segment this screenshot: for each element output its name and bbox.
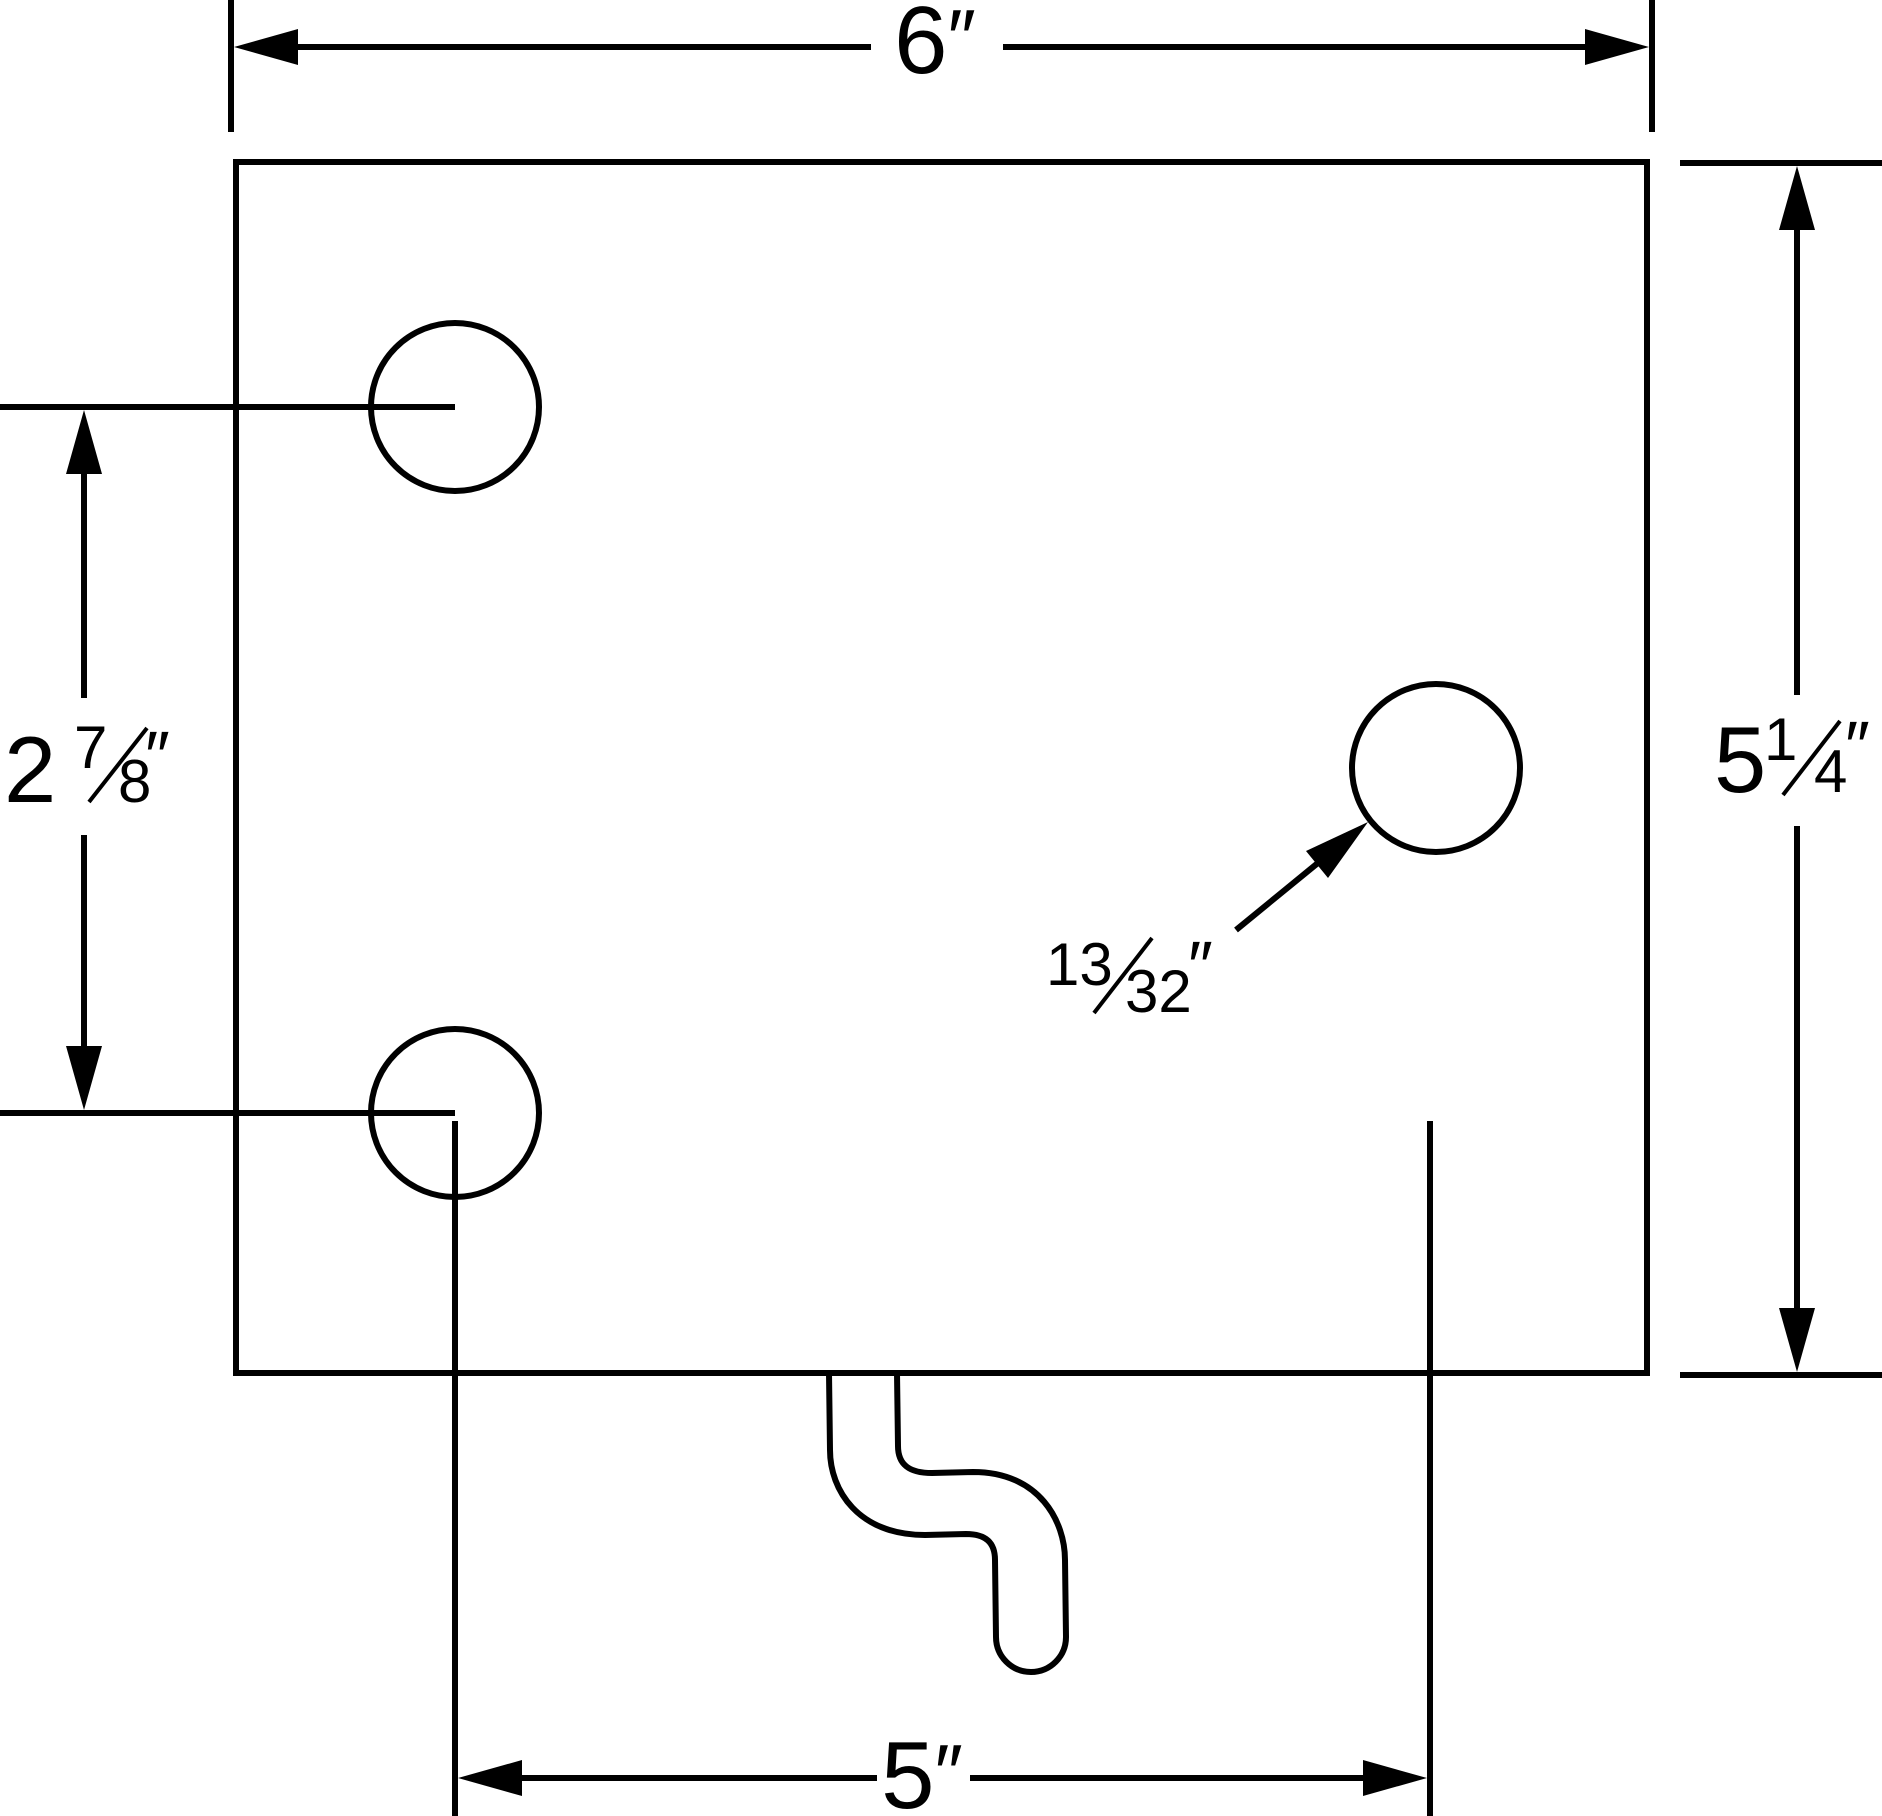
width-value: 6 xyxy=(894,0,947,94)
right-arrow-top xyxy=(1779,166,1815,230)
height-unit: ″ xyxy=(1845,707,1870,785)
spacing-v-fraction-bar xyxy=(87,726,149,804)
hole-diameter-fraction-bar xyxy=(1092,936,1154,1015)
hole-diameter-denominator: 32 xyxy=(1125,958,1192,1025)
spacing-v-denominator: 8 xyxy=(118,748,151,815)
plate-outline xyxy=(233,159,1650,1376)
hole-leader-arrow xyxy=(1306,822,1368,878)
hole-spacing-h-label: 5″ xyxy=(881,1722,963,1816)
hole-diameter-unit: ″ xyxy=(1188,927,1213,1005)
spacing-v-whole: 2 xyxy=(4,717,56,822)
spacing-v-numerator: 7 xyxy=(74,714,107,781)
right-arrow-bottom xyxy=(1779,1308,1815,1372)
bottom-arrow-left xyxy=(458,1760,522,1796)
spacing-v-unit: ″ xyxy=(145,717,170,795)
height-numerator: 1 xyxy=(1764,706,1797,773)
top-arrow-left xyxy=(234,29,298,65)
bottom-arrow-right xyxy=(1363,1760,1427,1796)
hook-slot xyxy=(826,1372,1070,1675)
width-label: 6″ xyxy=(894,0,976,94)
height-whole: 5 xyxy=(1714,707,1766,812)
hole-right xyxy=(1349,681,1523,855)
left-arrow-bottom xyxy=(66,1046,102,1110)
height-denominator: 4 xyxy=(1814,738,1847,805)
hole-diameter-numerator: 13 xyxy=(1046,931,1113,998)
left-arrow-top xyxy=(66,410,102,474)
hole-spacing-h-value: 5 xyxy=(881,1722,934,1816)
hole-leader-line xyxy=(1234,855,1326,933)
width-unit: ″ xyxy=(948,0,976,82)
hole-spacing-h-unit: ″ xyxy=(935,1728,963,1816)
top-arrow-right xyxy=(1585,29,1649,65)
height-fraction-bar xyxy=(1781,719,1842,797)
